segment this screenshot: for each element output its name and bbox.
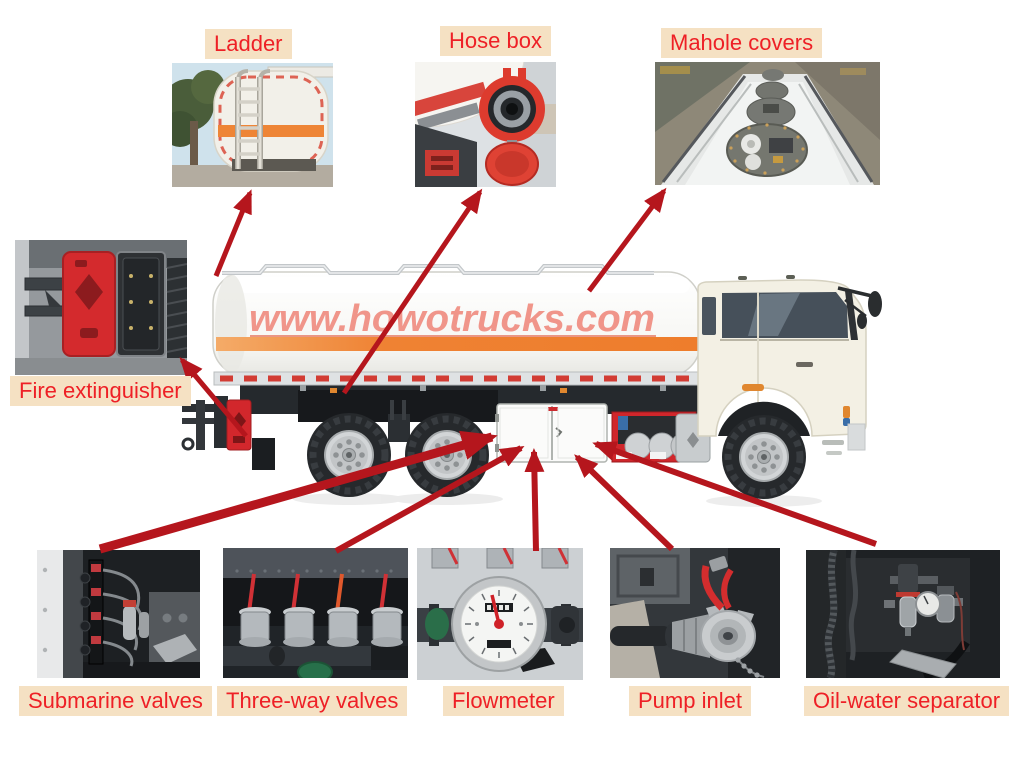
tank-body [212, 271, 701, 377]
hose-box-photo [415, 62, 556, 187]
oil-water-separator-photo-art [806, 550, 1000, 678]
label-ladder: Ladder [205, 29, 292, 59]
label-fire-extinguisher: Fire extinguisher [10, 376, 191, 406]
label-hose-box: Hose box [440, 26, 551, 56]
label-flowmeter: Flowmeter [443, 686, 564, 716]
hose-box-photo-art [415, 62, 556, 187]
arrow-hose-box [341, 188, 483, 395]
submarine-valves-photo-art [37, 550, 200, 678]
arrow-oil-water-separator [592, 441, 878, 547]
flowmeter-photo-art [417, 548, 583, 680]
arrow-pump-inlet [574, 454, 675, 552]
arrow-flowmeter [524, 448, 545, 552]
front-wheel [722, 415, 806, 499]
manhole-covers-photo [655, 62, 880, 185]
tank-orange-stripe [216, 337, 698, 351]
label-oil-water-separator: Oil-water separator [804, 686, 1010, 716]
arrow-ladder [213, 189, 253, 277]
arrow-three-way-valves [334, 445, 525, 554]
pump-inlet-photo-art [610, 548, 780, 678]
arrow-manhole-covers [587, 187, 667, 293]
fire-extinguisher-photo [15, 240, 187, 375]
truck-cab [697, 275, 882, 455]
manhole-covers-photo-art [655, 62, 880, 185]
label-manhole-covers: Mahole covers [661, 28, 823, 58]
ladder-photo [172, 63, 333, 187]
label-three-way-valves: Three-way valves [217, 686, 408, 716]
three-way-valves-photo [223, 548, 408, 678]
oil-water-separator-photo [806, 550, 1000, 678]
ladder-photo-art [172, 63, 333, 187]
pump-inlet-photo [610, 548, 780, 678]
label-pump-inlet: Pump inlet [629, 686, 751, 716]
arrow-submarine-valves [98, 430, 498, 554]
three-way-valves-photo-art [223, 548, 408, 678]
label-submarine-valves: Submarine valves [19, 686, 212, 716]
submarine-valves-photo [37, 550, 200, 678]
watermark-url: www.howotrucks.com [249, 298, 655, 340]
tank-bottom-rail [213, 371, 703, 393]
flowmeter-photo [417, 548, 583, 680]
fire-extinguisher-photo-art [15, 240, 187, 375]
side-mirror [868, 291, 882, 317]
arrow-fire-extinguisher [179, 356, 248, 438]
truck-toolbox [495, 403, 608, 463]
callout-arrows [98, 187, 878, 554]
